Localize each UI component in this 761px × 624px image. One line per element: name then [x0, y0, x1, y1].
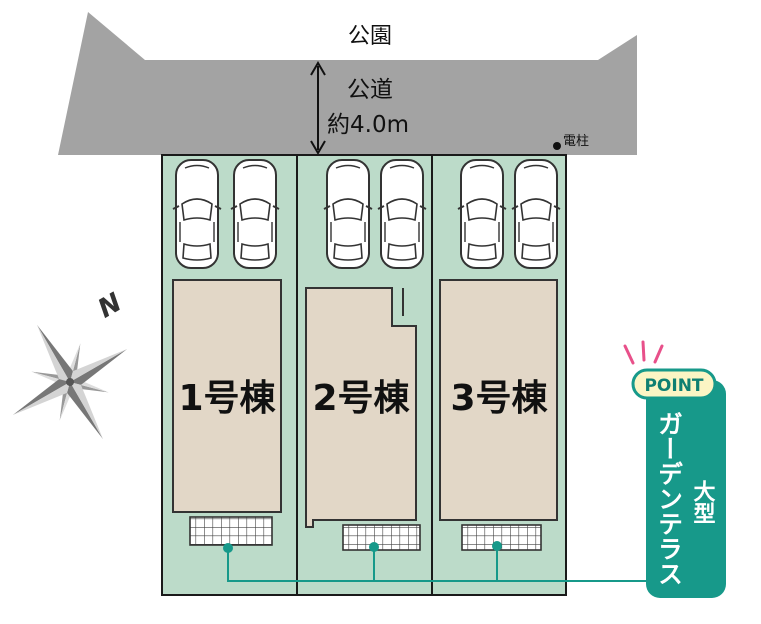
- building-3: [439, 279, 558, 521]
- car-icon: [377, 159, 427, 269]
- building-2: [305, 287, 417, 528]
- utility-pole-label: 電柱: [563, 134, 589, 149]
- building-1: [172, 279, 282, 513]
- feature-size-label: 大型: [690, 480, 716, 524]
- lot-3-label: 3号棟: [450, 378, 548, 419]
- road-width-label: 約4.0m: [327, 112, 409, 138]
- park-label: 公園: [348, 24, 392, 49]
- lot-1-label: 1号棟: [178, 378, 276, 419]
- feature-connector: [223, 541, 652, 582]
- garden-terrace-2: [342, 524, 421, 551]
- feature-label: ガーデンテラス: [655, 411, 684, 586]
- car-icon: [172, 159, 222, 269]
- north-label: N: [93, 287, 127, 324]
- road: [58, 12, 637, 155]
- road-name-label: 公道: [347, 77, 393, 103]
- car-icon: [230, 159, 280, 269]
- point-badge: [631, 368, 717, 400]
- sparkle-icon: [623, 340, 664, 365]
- car-icon: [511, 159, 561, 269]
- road-width-dimension: [310, 61, 326, 155]
- car-icon: [323, 159, 373, 269]
- feature-callout: [646, 380, 726, 598]
- lot-2-label: 2号棟: [312, 378, 410, 419]
- car-icon: [457, 159, 507, 269]
- utility-pole-marker: [553, 142, 561, 150]
- point-badge-label: POINT: [644, 376, 703, 396]
- compass-icon: [12, 324, 128, 440]
- garden-terrace-1: [189, 516, 273, 546]
